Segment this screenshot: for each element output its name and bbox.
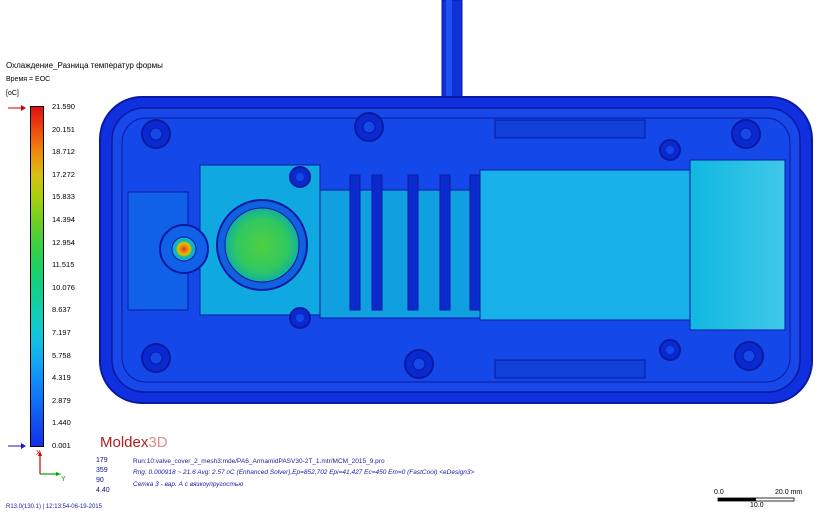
legend-tick-label: 11.515: [52, 260, 75, 270]
version-info: R13.0(130.1) | 12:13:54-06-19-2015: [6, 504, 102, 510]
time-label: Время = EOC: [6, 76, 51, 83]
axis-triad-icon: X Y: [36, 450, 66, 483]
body-right-block: [479, 169, 691, 321]
right-block: [689, 159, 786, 331]
scale-bar: [717, 497, 795, 502]
color-legend-bar: [30, 106, 44, 447]
legend-tick-label: 1.440: [52, 418, 71, 428]
screw-bosses: [141, 112, 764, 379]
boss-green: [224, 207, 300, 283]
moldex3d-logo: Moldex3D: [100, 434, 168, 451]
legend-tick-label: 0.001: [52, 441, 71, 450]
count-1: 179: [96, 457, 108, 464]
legend-tick-label: 2.879: [52, 395, 71, 405]
mesh-info: Сетка 3 - вар. А с вязкоупругостью: [133, 481, 244, 488]
legend-tick-label: 4.319: [52, 373, 71, 383]
logo-suffix-text: 3D: [148, 434, 168, 451]
legend-tick-label: 10.076: [52, 282, 75, 292]
legend-tick-label: 17.272: [52, 169, 75, 179]
count-3: 90: [96, 477, 104, 484]
legend-tick-label: 18.712: [52, 147, 75, 157]
max-marker-arrow-icon: [8, 105, 26, 111]
range-info: Rng: 0.000918 ~ 21.6 Avg: 2.57 oC (Enhan…: [133, 469, 475, 476]
bottom-rib: [494, 359, 646, 379]
top-rib: [494, 119, 646, 139]
legend-tick-label: 15.833: [52, 192, 75, 202]
unit-label: [oC]: [6, 90, 19, 97]
legend-tick-label: 14.394: [52, 215, 75, 224]
legend-tick-label: 20.151: [52, 124, 75, 134]
min-marker-arrow-icon: [8, 443, 26, 449]
legend-tick-label: 12.954: [52, 237, 75, 247]
result-title: Охлаждение_Разница температур формы: [6, 61, 163, 70]
axis-x-label: X: [36, 450, 41, 457]
legend-tick-label: 8.637: [52, 305, 71, 315]
legend-tick-label: 21.590: [52, 102, 75, 111]
rib-slots: [349, 174, 481, 311]
scale-right-label: 20.0 mm: [775, 489, 803, 496]
legend-tick-label: 7.197: [52, 328, 71, 337]
count-4: 4.40: [96, 487, 110, 494]
scale-left-label: 0.0: [714, 489, 724, 496]
legend-tick-label: 5.758: [52, 350, 71, 360]
run-info: Run:10:valve_cover_2_mesh3:mde/PA6_Armam…: [133, 458, 385, 465]
count-2: 359: [96, 467, 108, 474]
sprue-highlight: [446, 0, 452, 98]
model-viewport[interactable]: [0, 0, 838, 480]
info-counts: 179 359 90 4.40: [96, 456, 110, 496]
scale-mid-label: 10.0: [750, 502, 764, 509]
axis-y-label: Y: [61, 476, 66, 483]
hotspot-pin: [176, 241, 192, 257]
logo-main-text: Moldex: [100, 434, 149, 451]
